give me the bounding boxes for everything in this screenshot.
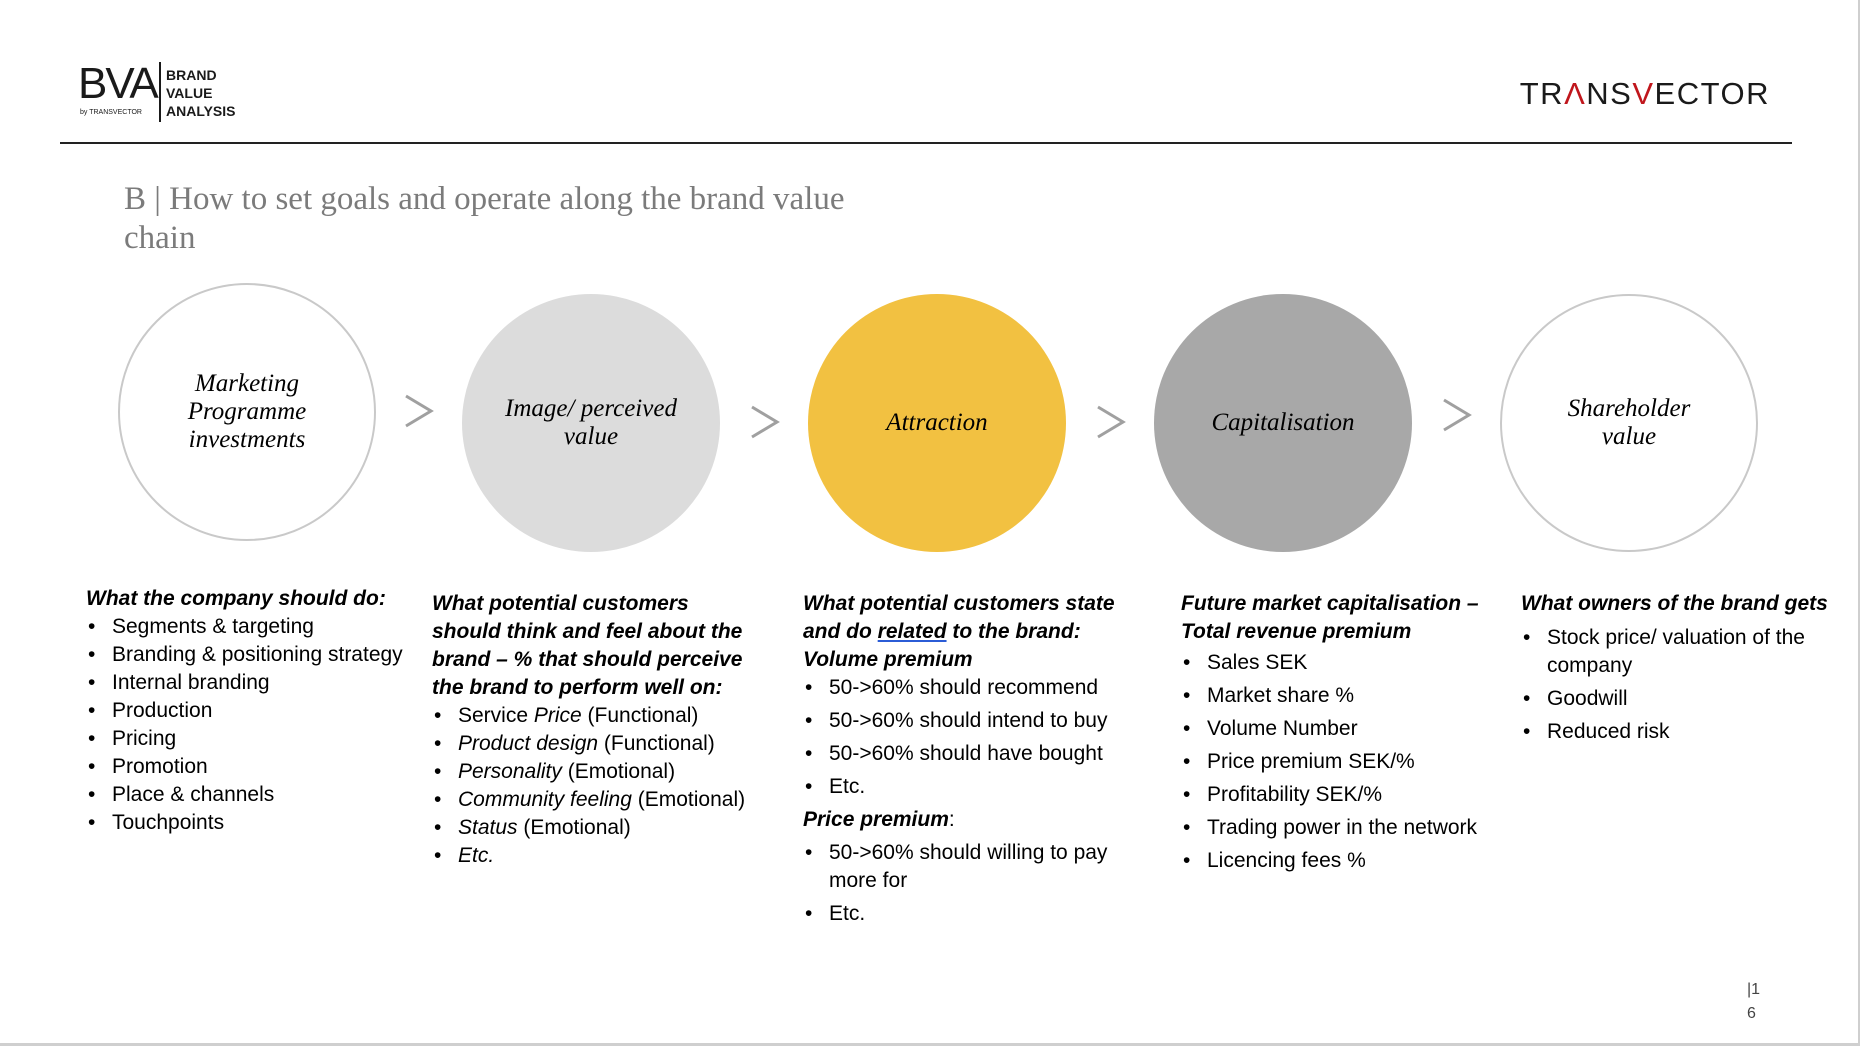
transvector-logo-accent: V	[1632, 76, 1655, 111]
header-divider	[60, 142, 1792, 144]
list-item: Personality (Emotional)	[432, 758, 762, 786]
list-item: Sales SEK	[1181, 649, 1511, 677]
list-item-emphasis: Price	[533, 704, 582, 727]
shareholder-column-heading: What owners of the brand gets	[1521, 592, 1828, 615]
list-item: Internal branding	[86, 669, 406, 697]
price-premium-heading: Price premium:	[803, 806, 1133, 834]
list-item: Etc.	[803, 900, 1133, 928]
list-item-text: (Emotional)	[631, 788, 746, 811]
heading-text: What potential customers state and do	[803, 592, 1115, 643]
chain-label-shareholder: Shareholder value	[1567, 395, 1691, 450]
chevron-right-icon	[404, 393, 434, 429]
capitalisation-column: Future market capitalisation – Total rev…	[1181, 590, 1511, 880]
marketing-column-heading: What the company should do:	[86, 587, 386, 610]
list-item: Trading power in the network	[1181, 814, 1511, 842]
list-item: Etc.	[803, 773, 1133, 801]
chevron-right-icon	[750, 404, 780, 440]
capitalisation-list: Sales SEK Market share % Volume Number P…	[1181, 649, 1511, 875]
list-item: Production	[86, 697, 406, 725]
price-premium-list: 50->60% should willing to pay more for E…	[803, 839, 1133, 928]
page-number-top: |1	[1747, 981, 1761, 998]
capitalisation-column-heading: Future market capitalisation – Total rev…	[1181, 592, 1479, 643]
transvector-logo: TRΛNSVECTOR	[1520, 76, 1770, 112]
list-item: Pricing	[86, 725, 406, 753]
marketing-list: Segments & targeting Branding & position…	[86, 613, 406, 837]
list-item: Market share %	[1181, 682, 1511, 710]
chain-circle-marketing: Marketing Programme investments	[118, 283, 376, 541]
bva-logo-byline: by TRANSVECTOR	[80, 109, 142, 116]
heading-underlined-word: related	[877, 620, 947, 643]
list-item-text: (Functional)	[581, 704, 699, 727]
list-item-emphasis: Personality	[458, 760, 562, 783]
list-item-emphasis: Product design	[458, 732, 599, 755]
image-list: Service Price (Functional) Product desig…	[432, 702, 762, 870]
list-item: Service Price (Functional)	[432, 702, 762, 730]
list-item: Reduced risk	[1521, 718, 1851, 746]
bva-word-brand: BRAND	[166, 67, 217, 83]
list-item-text: (Emotional)	[561, 760, 676, 783]
list-item: Product design (Functional)	[432, 730, 762, 758]
transvector-logo-part: ECTOR	[1654, 76, 1770, 111]
list-item: 50->60% should have bought	[803, 740, 1133, 768]
chain-label-image: Image/ perceived value	[505, 395, 677, 450]
list-item: Goodwill	[1521, 685, 1851, 713]
transvector-logo-accent: Λ	[1564, 76, 1587, 111]
chain-circle-attraction: Attraction	[808, 294, 1066, 552]
volume-premium-heading: Volume premium	[803, 648, 973, 671]
slide-title: B | How to set goals and operate along t…	[124, 181, 845, 256]
list-item: 50->60% should willing to pay more for	[803, 839, 1133, 895]
frame-bottom-edge	[0, 1043, 1860, 1046]
list-item-text: Service	[458, 704, 534, 727]
bva-logo-separator	[159, 62, 161, 122]
bva-logo-mark: BVA	[78, 59, 159, 108]
attraction-column: What potential customers state and do re…	[803, 590, 1133, 933]
list-item: Touchpoints	[86, 809, 406, 837]
image-column-heading: What potential customers should think an…	[432, 592, 743, 699]
list-item-text: (Emotional)	[517, 816, 631, 839]
chain-circle-image: Image/ perceived value	[462, 294, 720, 552]
list-item-emphasis: Status	[458, 816, 518, 839]
list-item: Profitability SEK/%	[1181, 781, 1511, 809]
volume-premium-list: 50->60% should recommend 50->60% should …	[803, 674, 1133, 801]
chevron-right-icon	[1442, 397, 1472, 433]
attraction-column-heading: What potential customers state and do re…	[803, 590, 1133, 646]
list-item: Volume Number	[1181, 715, 1511, 743]
bva-word-analysis: ANALYSIS	[166, 103, 236, 119]
list-item-emphasis: Community feeling	[458, 788, 632, 811]
page-number-bottom: 6	[1747, 1005, 1756, 1022]
transvector-logo-part: NS	[1586, 76, 1633, 111]
bva-word-value: VALUE	[166, 85, 213, 101]
price-premium-label: Price premium	[803, 808, 949, 831]
chain-circle-shareholder: Shareholder value	[1500, 294, 1758, 552]
list-item: 50->60% should recommend	[803, 674, 1133, 702]
chain-label-marketing: Marketing Programme investments	[187, 370, 307, 453]
price-premium-colon: :	[948, 808, 955, 831]
transvector-logo-part: TR	[1519, 76, 1565, 111]
frame-right-edge	[1858, 0, 1860, 1046]
chevron-right-icon	[1096, 404, 1126, 440]
chain-label-attraction: Attraction	[886, 409, 988, 436]
list-item: Community feeling (Emotional)	[432, 786, 762, 814]
page-number: |1 6	[1747, 978, 1760, 1026]
list-item: Etc.	[432, 842, 762, 870]
list-item: Status (Emotional)	[432, 814, 762, 842]
heading-text: to the brand:	[946, 620, 1081, 643]
image-column: What potential customers should think an…	[432, 590, 762, 870]
bva-logo-words: BRAND VALUE ANALYSIS	[166, 66, 236, 120]
list-item: Segments & targeting	[86, 613, 406, 641]
list-item: Place & channels	[86, 781, 406, 809]
list-item: Promotion	[86, 753, 406, 781]
list-item: Branding & positioning strategy	[86, 641, 406, 669]
marketing-column: What the company should do: Segments & t…	[86, 585, 406, 837]
list-item: Licencing fees %	[1181, 847, 1511, 875]
shareholder-list: Stock price/ valuation of the company Go…	[1521, 624, 1851, 746]
chain-label-capitalisation: Capitalisation	[1211, 409, 1355, 436]
list-item: Price premium SEK/%	[1181, 748, 1511, 776]
list-item-text: (Functional)	[598, 732, 715, 755]
list-item: 50->60% should intend to buy	[803, 707, 1133, 735]
chain-circle-capitalisation: Capitalisation	[1154, 294, 1412, 552]
shareholder-column: What owners of the brand gets Stock pric…	[1521, 590, 1851, 751]
list-item-emphasis: Etc.	[458, 844, 495, 867]
list-item: Stock price/ valuation of the company	[1521, 624, 1851, 680]
